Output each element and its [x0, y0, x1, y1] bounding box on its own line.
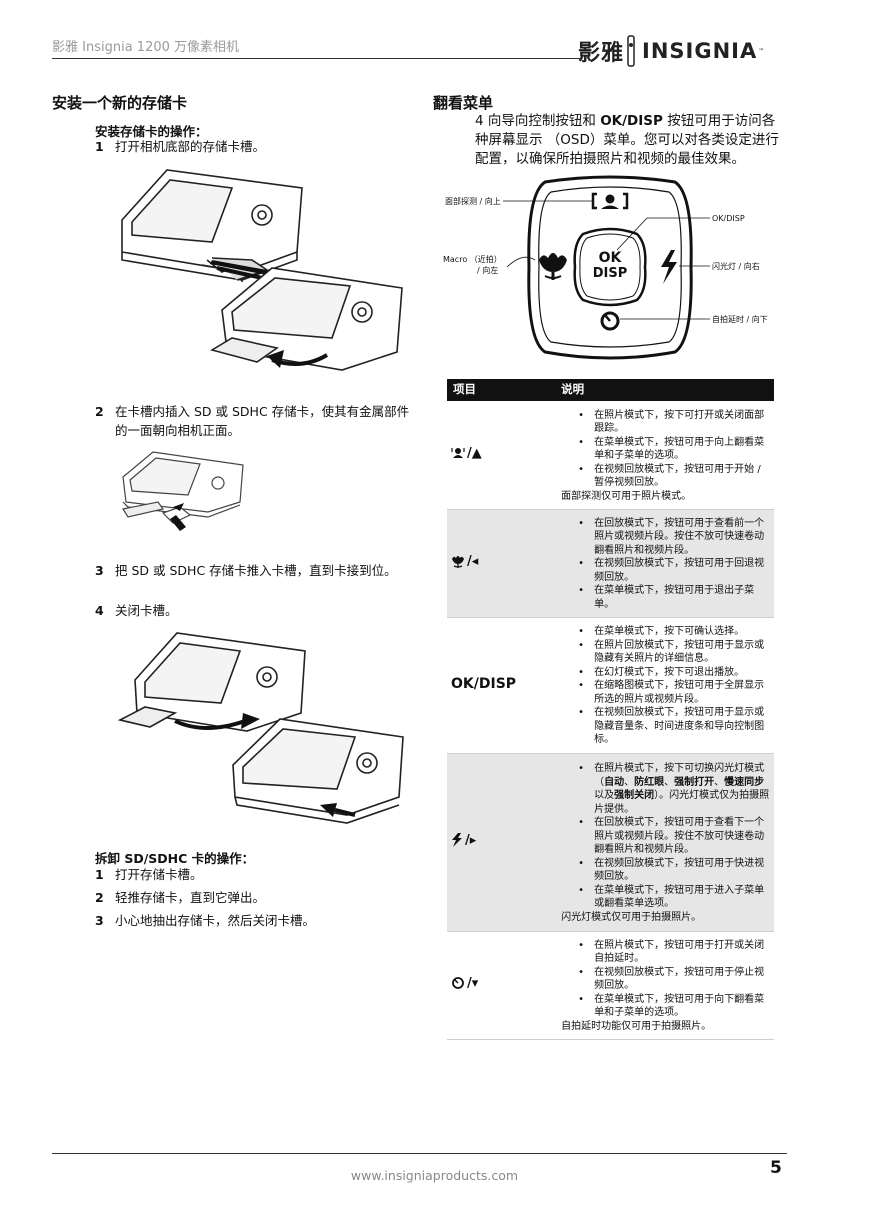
list-item: 在菜单模式下，按钮可用于向上翻看菜单和子菜单的选项。 [578, 436, 770, 463]
footer-url: www.insigniaproducts.com [350, 1168, 519, 1183]
footer-rule [52, 1153, 787, 1154]
install-step-2: 2 在卡槽内插入 SD 或 SDHC 存储卡，使其有金属部件的一面朝向相机正面。 [95, 404, 410, 438]
list-item: 在视频回放模式下，按钮可用于显示或隐藏音量条、时间进度条和导向控制图标。 [578, 706, 770, 747]
table-row-face-detect: /▲ 在照片模式下，按下可打开或关闭面部跟踪。 在菜单模式下，按钮可用于向上翻看… [447, 401, 774, 510]
list-item: 在照片模式下，按钮可用于打开或关闭自拍延时。 [578, 939, 770, 966]
table-row-flash: /▸ 在照片模式下，按下可切换闪光灯模式（自动、防红眼、强制打开、慢速同步以及强… [447, 753, 774, 932]
list-item: 在照片模式下，按下可切换闪光灯模式（自动、防红眼、强制打开、慢速同步以及强制关闭… [578, 762, 770, 816]
brand-logo-en: INSIGNIA [642, 39, 758, 63]
install-step-1: 1 打开相机底部的存储卡槽。 [95, 139, 266, 154]
remove-step-3: 3 小心地抽出存储卡，然后关闭卡槽。 [95, 913, 316, 928]
remove-step-1: 1 打开存储卡槽。 [95, 867, 203, 882]
callout-macro: Macro （近拍） [443, 254, 502, 264]
illustration-open-card-slot [121, 169, 403, 371]
button-function-table: 项目 说明 /▲ 在照片模式下，按下可打开或关闭面部跟踪。 在菜单模式下，按钮可… [447, 379, 774, 1040]
list-item: 在视频回放模式下，按钮可用于回退视频回放。 [578, 557, 770, 584]
install-step-3: 3 把 SD 或 SDHC 存储卡推入卡槽，直到卡接到位。 [95, 563, 397, 578]
brand-mark-icon [627, 35, 635, 67]
list-item: 在视频回放模式下，按钮可用于开始 / 暂停视频回放。 [578, 463, 770, 490]
list-item: 在幻灯模式下，按下可退出播放。 [578, 666, 770, 680]
table-header-description: 说明 [555, 379, 774, 401]
flash-icon [661, 250, 677, 284]
callout-self-timer: 自拍延时 / 向下 [712, 314, 768, 324]
list-item: 在视频回放模式下，按钮可用于快进视频回放。 [578, 857, 770, 884]
table-key-cell: /▾ [447, 931, 556, 1040]
self-timer-icon [600, 311, 620, 331]
callout-face-detect: 面部探测 / 向上 [445, 196, 501, 206]
table-row-macro: /◂ 在回放模式下，按钮可用于查看前一个照片或视频片段。按住不放可快速卷动翻看照… [447, 509, 774, 618]
list-item: 在回放模式下，按钮可用于查看前一个照片或视频片段。按住不放可快速卷动翻看照片和视… [578, 517, 770, 558]
install-procedure-title: 安装存储卡的操作： [95, 124, 208, 139]
row-note: 自拍延时功能仅可用于拍摄照片。 [561, 1020, 712, 1032]
table-key-cell: /◂ [447, 509, 556, 618]
table-key-cell: /▸ [447, 753, 556, 932]
table-desc-cell: 在菜单模式下，按下可确认选择。 在照片回放模式下，按钮可用于显示或隐藏有关照片的… [555, 617, 774, 754]
table-desc-cell: 在照片模式下，按下可打开或关闭面部跟踪。 在菜单模式下，按钮可用于向上翻看菜单和… [555, 401, 774, 510]
brand-logo-cn: 影雅 [578, 41, 625, 66]
ok-label: OK [599, 250, 623, 266]
table-key-cell: /▲ [447, 401, 556, 510]
list-item: 在视频回放模式下，按钮可用于停止视频回放。 [578, 966, 770, 993]
illustration-insert-card [122, 451, 244, 531]
header-rule [52, 58, 582, 59]
row-note: 闪光灯模式仅可用于拍摄照片。 [561, 911, 702, 923]
remove-procedure-title: 拆卸 SD/SDHC 卡的操作： [95, 851, 255, 866]
callout-okdisp: OK/DISP [712, 214, 745, 223]
table-header-row: 项目 说明 [447, 379, 774, 401]
illustration-close-card-slot [117, 632, 404, 824]
table-row-okdisp: OK/DISP 在菜单模式下，按下可确认选择。 在照片回放模式下，按钮可用于显示… [447, 617, 774, 754]
ok-disp-button [573, 227, 647, 307]
list-item: 在缩略图模式下，按钮可用于全屏显示所选的照片或视频片段。 [578, 679, 770, 706]
disp-label: DISP [593, 266, 628, 281]
table-row-self-timer: /▾ 在照片模式下，按钮可用于打开或关闭自拍延时。 在视频回放模式下，按钮可用于… [447, 931, 774, 1040]
brand-tm: ™ [758, 47, 765, 55]
list-item: 在菜单模式下，按钮可用于向下翻看菜单和子菜单的选项。 [578, 993, 770, 1020]
section-heading-install: 安装一个新的存储卡 [52, 94, 188, 112]
table-desc-cell: 在回放模式下，按钮可用于查看前一个照片或视频片段。按住不放可快速卷动翻看照片和视… [555, 509, 774, 618]
install-step-4: 4 关闭卡槽。 [95, 603, 178, 618]
page-number: 5 [770, 1158, 782, 1178]
list-item: 在照片回放模式下，按钮可用于显示或隐藏有关照片的详细信息。 [578, 639, 770, 666]
list-item: 在菜单模式下，按钮可用于退出子菜单。 [578, 584, 770, 611]
callout-macro-left: / 向左 [477, 265, 498, 275]
menu-intro-paragraph: 4 向导向控制按钮和 OK/DISP 按钮可用于访问各种屏幕显示 （OSD）菜单… [475, 113, 779, 167]
table-desc-cell: 在照片模式下，按钮可用于打开或关闭自拍延时。 在视频回放模式下，按钮可用于停止视… [555, 931, 774, 1040]
callout-flash: 闪光灯 / 向右 [712, 261, 760, 271]
face-detect-icon [451, 448, 465, 459]
list-item: 在菜单模式下，按下可确认选择。 [578, 625, 770, 639]
macro-flower-icon [452, 555, 464, 568]
table-desc-cell: 在照片模式下，按下可切换闪光灯模式（自动、防红眼、强制打开、慢速同步以及强制关闭… [555, 753, 774, 932]
list-item: 在回放模式下，按钮可用于查看下一个照片或视频片段。按住不放可快速卷动翻看照片和视… [578, 816, 770, 857]
list-item: 在照片模式下，按下可打开或关闭面部跟踪。 [578, 409, 770, 436]
row-note: 面部探测仅可用于照片模式。 [561, 490, 692, 502]
section-heading-menus: 翻看菜单 [433, 94, 494, 112]
table-key-cell: OK/DISP [447, 617, 556, 754]
list-item: 在菜单模式下，按钮可用于进入子菜单或翻看菜单选项。 [578, 884, 770, 911]
remove-step-2: 2 轻推存储卡，直到它弹出。 [95, 890, 266, 905]
self-timer-icon [452, 977, 464, 990]
running-header-title: 影雅 Insignia 1200 万像素相机 [52, 40, 240, 55]
face-detect-icon [591, 192, 629, 210]
flash-icon [452, 833, 462, 848]
table-header-item: 项目 [447, 379, 556, 401]
macro-flower-icon [539, 253, 567, 280]
dpad-diagram: OK DISP 面部探测 / 向上 Macro （近拍） / 向左 OK/DIS… [443, 175, 768, 360]
